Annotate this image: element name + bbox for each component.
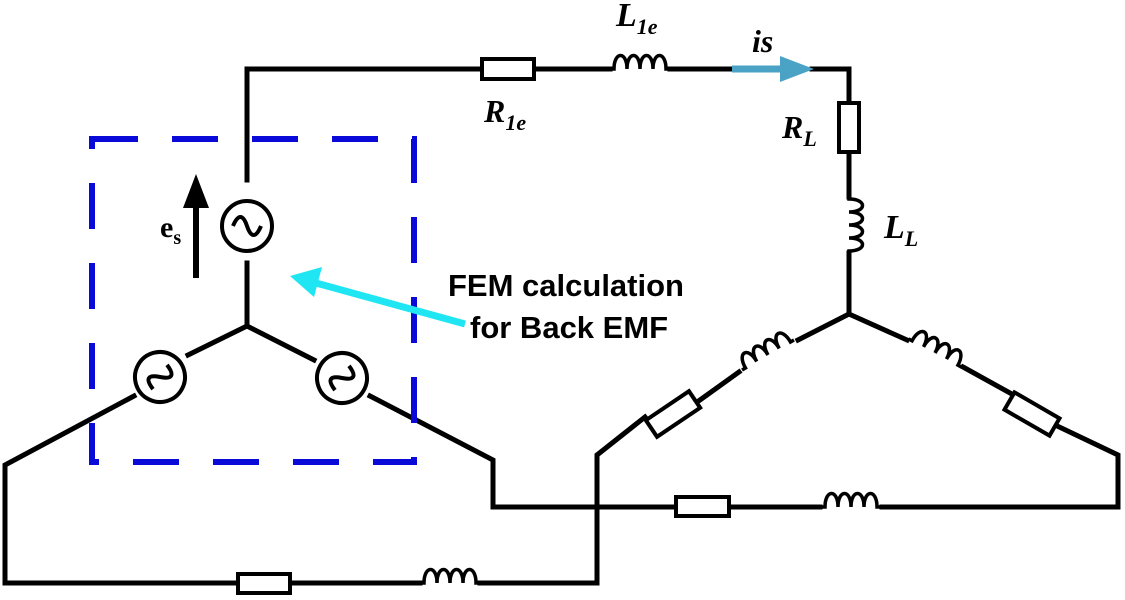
- annotation-line-1: FEM calculation: [448, 268, 684, 303]
- label-rl: RL: [781, 109, 817, 151]
- ac-source-left: [133, 350, 187, 404]
- label-ll: LL: [883, 209, 918, 251]
- wires: [2, 66, 1121, 586]
- inductor-bottom-middle: [819, 491, 883, 509]
- inductor-ll: [847, 193, 865, 257]
- current-arrow-is: [732, 56, 814, 82]
- emf-arrow-es: [183, 174, 209, 278]
- resistor-right-star-left: [643, 388, 703, 440]
- inductor-bottom-left: [418, 567, 482, 585]
- annotation-arrow: [290, 267, 466, 328]
- label-r1e: R1e: [483, 93, 526, 135]
- resistor-bottom-left: [236, 572, 292, 595]
- annotation-line-2: for Back EMF: [470, 310, 668, 345]
- resistor-right-star-right: [1001, 389, 1063, 439]
- fem-region-box: [89, 136, 417, 465]
- ac-source-top: [220, 199, 274, 253]
- inductor-right-star-right: [906, 325, 970, 369]
- ac-source-right: [315, 351, 369, 405]
- inductor-l1e: [608, 53, 672, 71]
- resistor-bottom-middle: [674, 495, 731, 518]
- inductor-right-star-left: [733, 326, 796, 372]
- resistor-rl: [837, 101, 861, 154]
- label-is: is: [752, 23, 773, 59]
- label-es: es: [160, 211, 181, 249]
- resistor-r1e: [480, 57, 536, 81]
- label-l1e: L1e: [615, 0, 658, 39]
